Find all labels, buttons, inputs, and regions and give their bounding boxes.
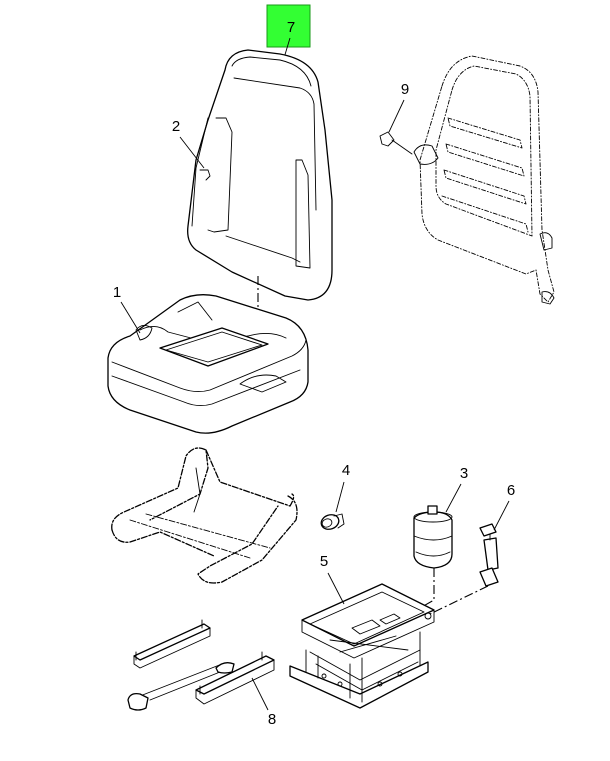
callout-3[interactable]: 3 bbox=[445, 465, 468, 513]
seat-slides bbox=[127, 619, 275, 711]
callout-2[interactable]: 2 bbox=[172, 118, 205, 169]
callout-9-label: 9 bbox=[401, 81, 409, 98]
callout-7[interactable]: 7 bbox=[266, 4, 311, 59]
alignment-line-shock bbox=[429, 585, 489, 615]
bushing-part bbox=[320, 513, 345, 530]
callout-5[interactable]: 5 bbox=[320, 553, 345, 605]
callout-3-label: 3 bbox=[460, 465, 468, 482]
callout-4[interactable]: 4 bbox=[335, 462, 350, 513]
shock-absorber bbox=[479, 523, 499, 587]
callout-2-label: 2 bbox=[172, 118, 180, 135]
callout-9[interactable]: 9 bbox=[388, 81, 409, 133]
suspension-base bbox=[289, 583, 435, 709]
callout-7-label: 7 bbox=[287, 19, 295, 36]
callout-6-label: 6 bbox=[507, 482, 515, 499]
callout-5-label: 5 bbox=[320, 553, 328, 570]
alignment-line-spring bbox=[419, 568, 435, 609]
callout-1[interactable]: 1 bbox=[113, 284, 141, 334]
seat-pan-frame bbox=[111, 447, 298, 584]
callout-6[interactable]: 6 bbox=[493, 482, 515, 531]
callout-7-highlight bbox=[266, 4, 311, 48]
callout-8[interactable]: 8 bbox=[251, 677, 276, 728]
seat-cushion bbox=[107, 294, 309, 434]
callout-1-label: 1 bbox=[113, 284, 121, 301]
backrest-frame bbox=[379, 55, 555, 305]
callout-8-label: 8 bbox=[268, 711, 276, 728]
air-spring bbox=[413, 505, 453, 569]
seat-back bbox=[187, 49, 333, 301]
callout-4-label: 4 bbox=[342, 462, 350, 479]
